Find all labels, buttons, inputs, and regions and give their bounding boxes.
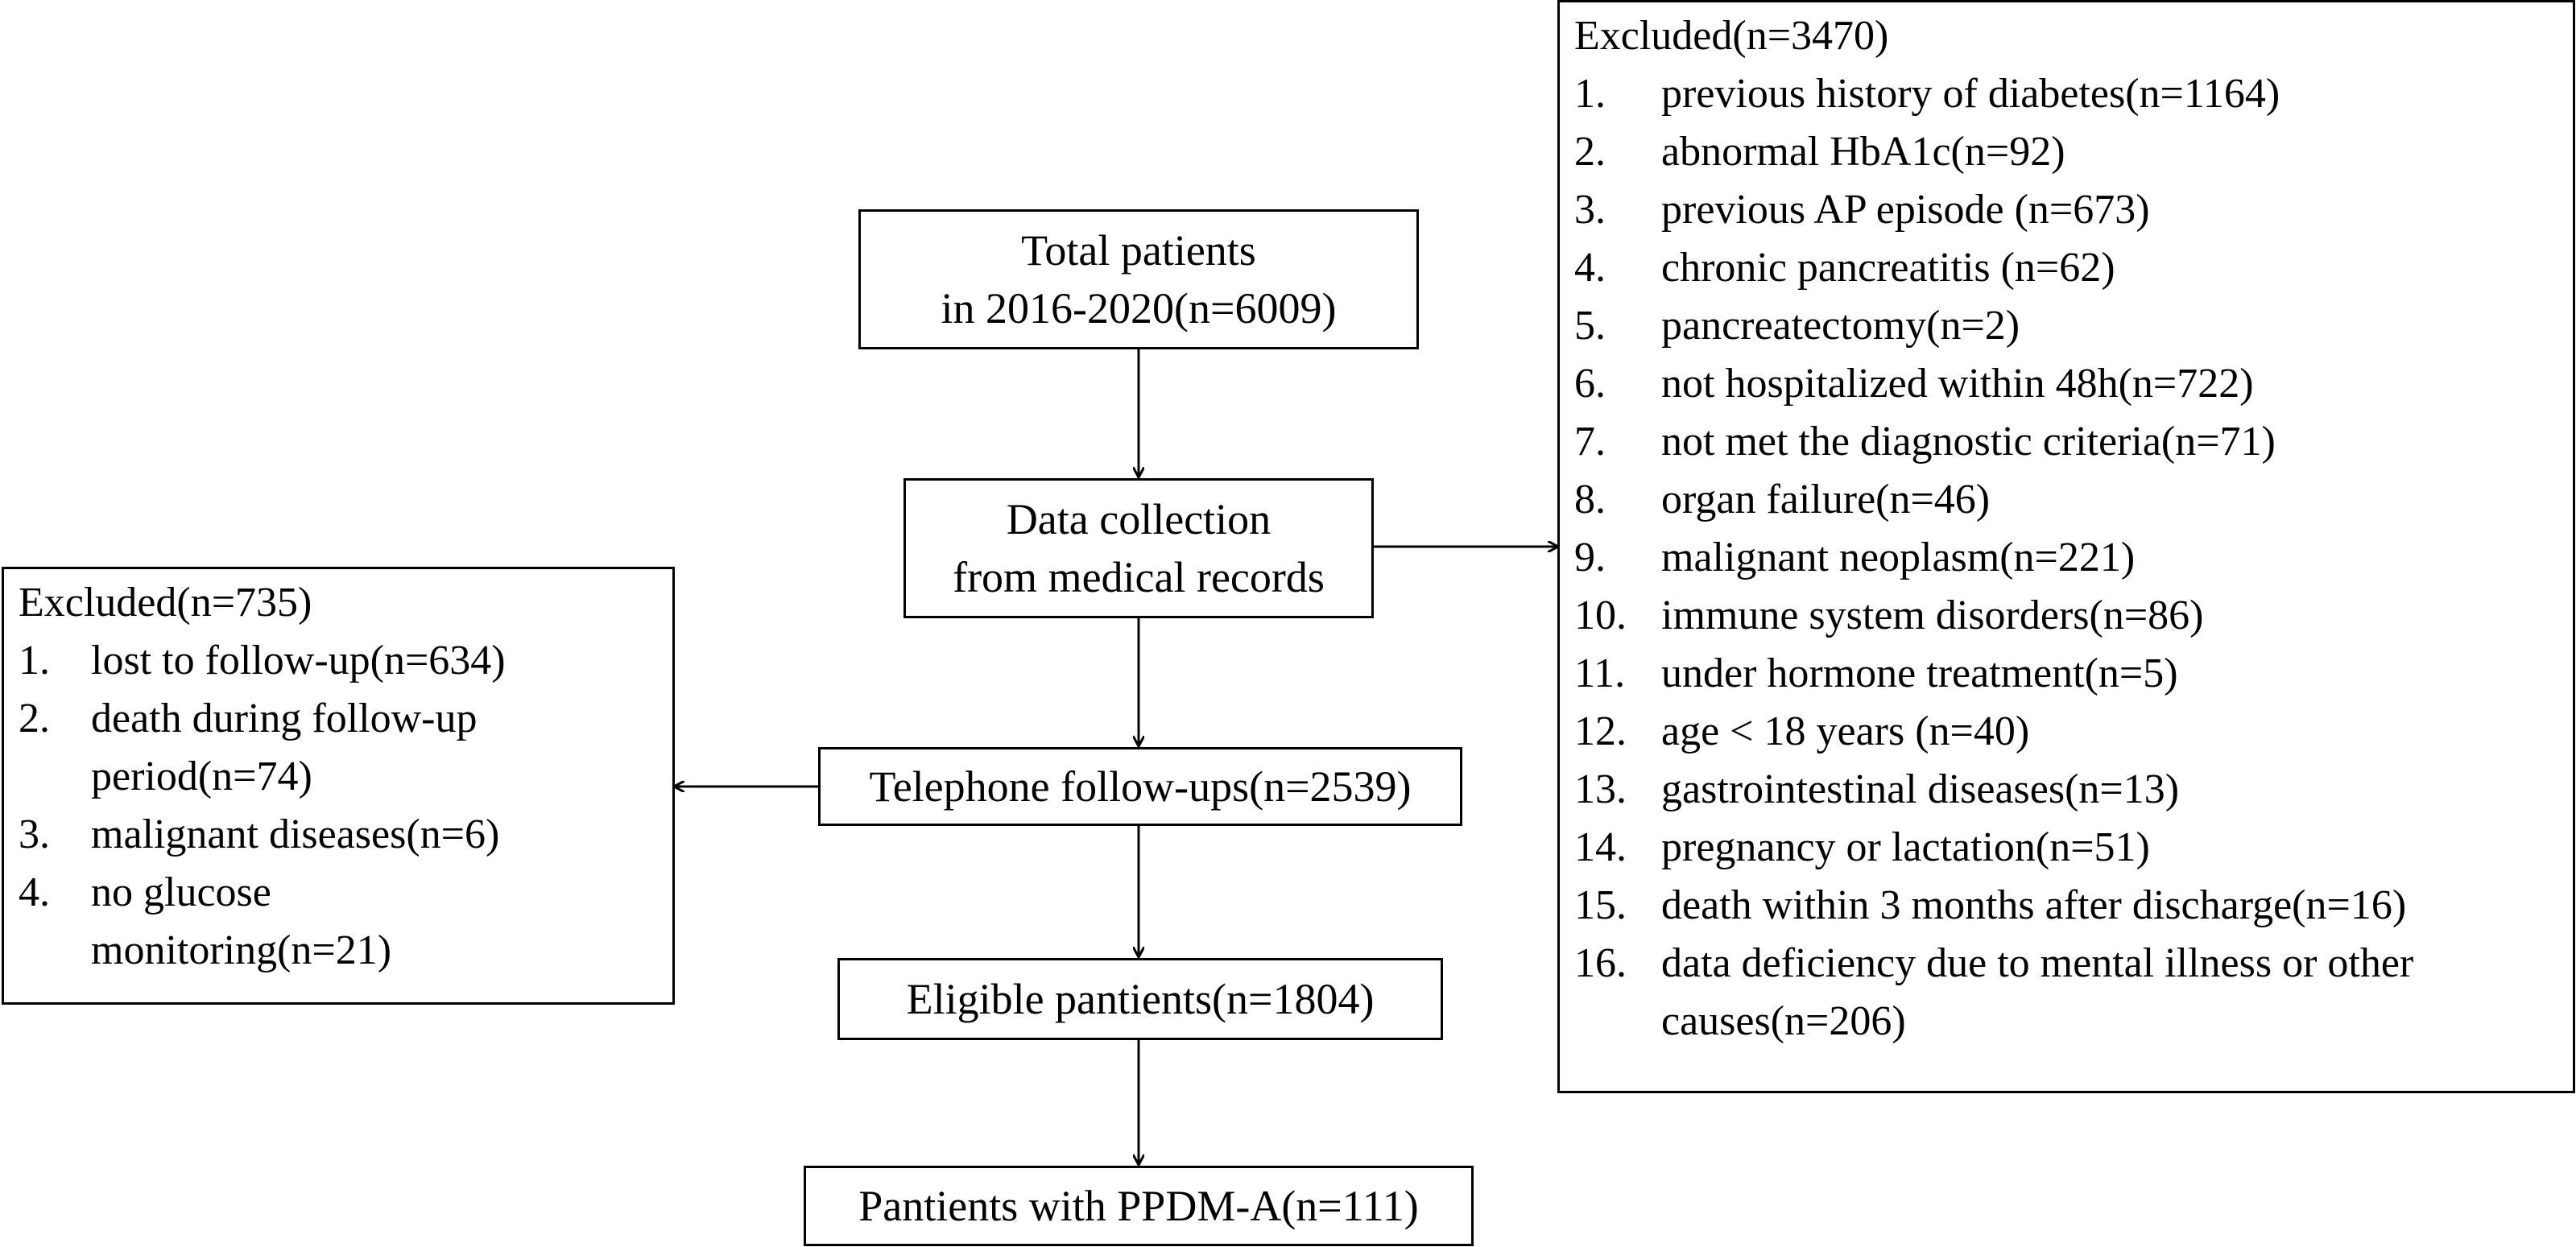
excluded-right-box: Excluded(n=3470) 1. previous history of d… [1557, 0, 2575, 1093]
list-item-number: 1. [19, 638, 50, 683]
list-item-number: 12. [1574, 708, 1627, 754]
list-item: 14. pregnancy or lactation(n=51) [1574, 819, 2558, 877]
excluded-left-box: Excluded(n=735) 1. lost to follow-up(n=63… [2, 567, 675, 1005]
list-item: 13. gastrointestinal diseases(n=13) [1574, 761, 2558, 819]
list-item-text: organ failure(n=46) [1661, 477, 1991, 522]
eligible-patients-label: Eligible pantients(n=1804) [906, 975, 1375, 1023]
list-item: 5. pancreatectomy(n=2) [1574, 297, 2558, 355]
list-item-number: 15. [1574, 882, 1627, 928]
list-item-text: death within 3 months after discharge(n=… [1661, 882, 2407, 928]
ppdm-patients-label: Pantients with PPDM-A(n=111) [858, 1182, 1419, 1230]
list-item: 7. not met the diagnostic criteria(n=71) [1574, 413, 2558, 471]
list-item: 3. malignant diseases(n=6) [19, 806, 658, 864]
list-item: 8. organ failure(n=46) [1574, 471, 2558, 529]
total-patients-line2: in 2016-2020(n=6009) [941, 284, 1337, 332]
list-item-text: data deficiency due to mental illness or… [1661, 940, 2414, 1044]
list-item-text: not hospitalized within 48h(n=722) [1661, 361, 2254, 407]
telephone-followups-box: Telephone follow-ups(n=2539) [818, 747, 1462, 826]
list-item-number: 2. [1574, 129, 1606, 175]
list-item-number: 7. [1574, 419, 1606, 465]
list-item: 1. lost to follow-up(n=634) [19, 632, 658, 690]
eligible-patients-box: Eligible pantients(n=1804) [837, 958, 1443, 1040]
list-item-number: 2. [19, 696, 50, 741]
list-item-number: 4. [1574, 245, 1606, 291]
list-item-text: immune system disorders(n=86) [1661, 593, 2204, 638]
excluded-left-list: 1. lost to follow-up(n=634) 2. death durin… [19, 632, 658, 980]
list-item: 15. death within 3 months after discharge… [1574, 877, 2558, 935]
list-item-number: 9. [1574, 535, 1606, 580]
list-item: 16. data deficiency due to mental illness… [1574, 935, 2558, 1051]
list-item: 4. no glucose monitoring(n=21) [19, 864, 658, 980]
excluded-right-title: Excluded(n=3470) [1574, 13, 1889, 59]
list-item: 2. abnormal HbA1c(n=92) [1574, 123, 2558, 181]
total-patients-box: Total patients in 2016-2020(n=6009) [858, 209, 1419, 349]
data-collection-line2: from medical records [953, 553, 1325, 601]
list-item-text: gastrointestinal diseases(n=13) [1661, 766, 2180, 812]
list-item-number: 8. [1574, 477, 1606, 522]
excluded-left-title: Excluded(n=735) [19, 580, 312, 626]
list-item-text: malignant neoplasm(n=221) [1661, 535, 2136, 580]
list-item-text: not met the diagnostic criteria(n=71) [1661, 419, 2276, 465]
list-item: 11. under hormone treatment(n=5) [1574, 645, 2558, 703]
list-item: 6. not hospitalized within 48h(n=722) [1574, 355, 2558, 413]
list-item-number: 16. [1574, 940, 1627, 986]
list-item-number: 6. [1574, 361, 1606, 407]
list-item: 4. chronic pancreatitis (n=62) [1574, 239, 2558, 297]
list-item-text: under hormone treatment(n=5) [1661, 650, 2178, 696]
list-item-text: abnormal HbA1c(n=92) [1661, 129, 2065, 175]
list-item-text: lost to follow-up(n=634) [91, 638, 506, 683]
list-item-number: 13. [1574, 766, 1627, 812]
list-item-number: 11. [1574, 650, 1626, 696]
list-item: 2. death during follow-up period(n=74) [19, 690, 658, 806]
list-item: 12. age < 18 years (n=40) [1574, 703, 2558, 761]
list-item-number: 4. [19, 869, 50, 915]
list-item: 10. immune system disorders(n=86) [1574, 587, 2558, 645]
list-item-text: previous AP episode (n=673) [1661, 187, 2150, 233]
total-patients-line1: Total patients [1021, 226, 1256, 275]
data-collection-line1: Data collection [1006, 495, 1271, 543]
list-item-text: pregnancy or lactation(n=51) [1661, 824, 2150, 870]
list-item: 9. malignant neoplasm(n=221) [1574, 529, 2558, 587]
list-item-text: malignant diseases(n=6) [91, 811, 500, 857]
list-item-number: 1. [1574, 71, 1606, 117]
list-item-number: 3. [1574, 187, 1606, 233]
list-item: 1. previous history of diabetes(n=1164) [1574, 65, 2558, 123]
excluded-right-list: 1. previous history of diabetes(n=1164) 2… [1574, 65, 2558, 1051]
list-item-text: age < 18 years (n=40) [1661, 708, 2030, 754]
list-item-number: 3. [19, 811, 50, 857]
list-item-number: 5. [1574, 303, 1606, 349]
ppdm-patients-box: Pantients with PPDM-A(n=111) [804, 1166, 1474, 1246]
data-collection-box: Data collection from medical records [903, 478, 1374, 618]
list-item-text: pancreatectomy(n=2) [1661, 303, 2020, 349]
telephone-followups-label: Telephone follow-ups(n=2539) [869, 762, 1412, 811]
list-item-text: no glucose monitoring(n=21) [91, 869, 392, 973]
list-item-text: death during follow-up period(n=74) [91, 696, 478, 799]
list-item-text: previous history of diabetes(n=1164) [1661, 71, 2280, 117]
list-item-number: 14. [1574, 824, 1627, 870]
list-item-number: 10. [1574, 593, 1627, 638]
list-item-text: chronic pancreatitis (n=62) [1661, 245, 2115, 291]
list-item: 3. previous AP episode (n=673) [1574, 181, 2558, 239]
